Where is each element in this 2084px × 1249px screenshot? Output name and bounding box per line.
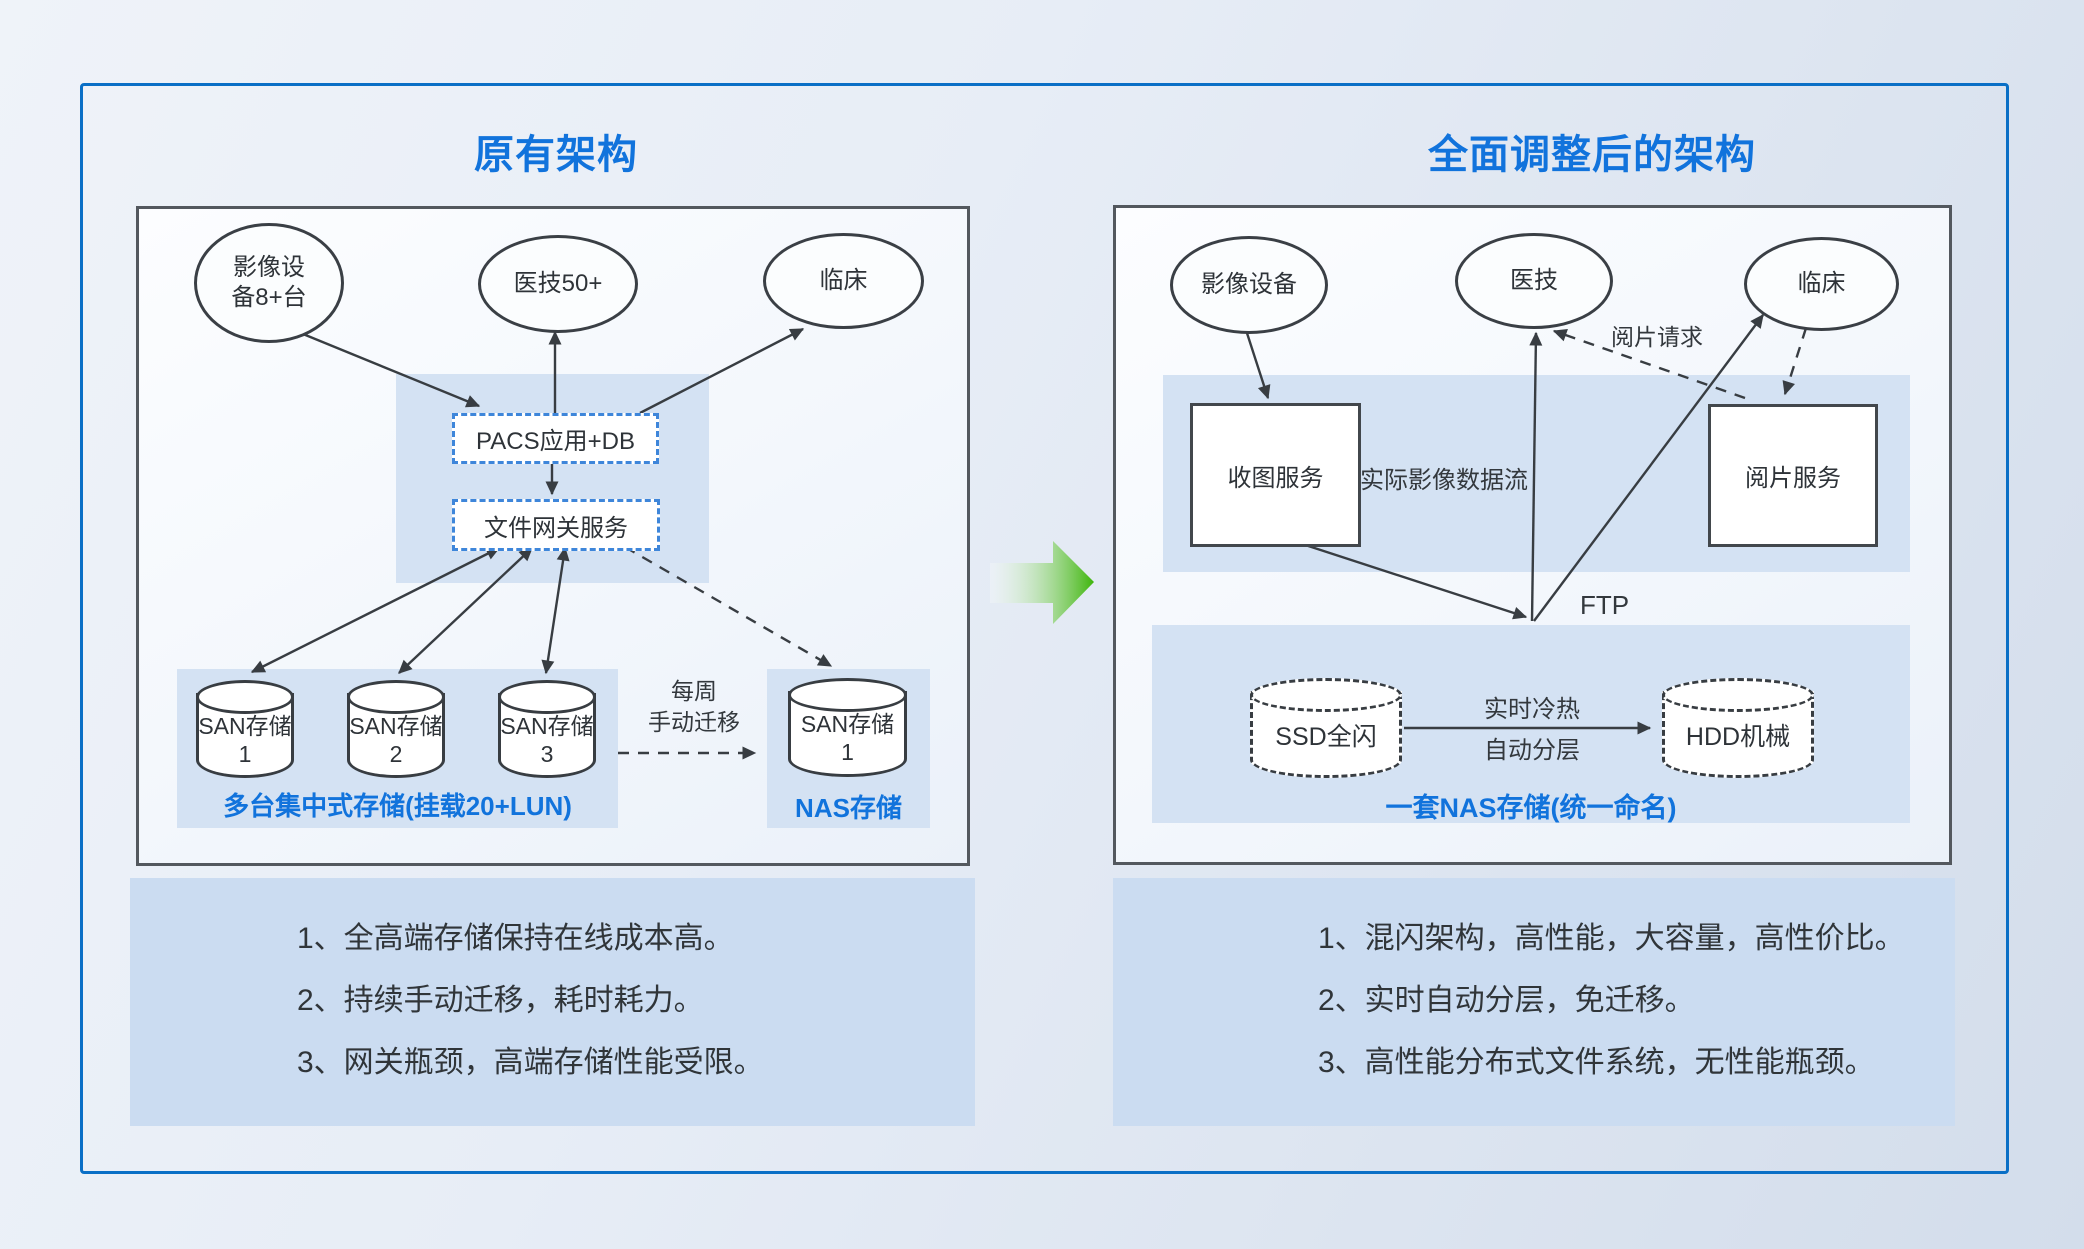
nas-cylinder-label: SAN存储 1 xyxy=(800,711,895,765)
left-issue-3: 3、网关瓶颈，高端存储性能受限。 xyxy=(297,1046,764,1079)
left-section-title: 原有架构 xyxy=(474,133,638,177)
nas-cylinder: SAN存储 1 xyxy=(788,678,907,777)
right-devices-ellipse: 影像设备 xyxy=(1170,236,1328,334)
right-notes-panel xyxy=(1113,878,1955,1126)
unified-nas-label: 一套NAS存储(统一命名) xyxy=(1385,793,1677,823)
left-notes-panel xyxy=(130,878,975,1126)
view-service-box: 阅片服务 xyxy=(1708,404,1878,547)
left-clinic-ellipse: 临床 xyxy=(763,233,924,329)
hdd-cylinder: HDD机械 xyxy=(1662,678,1814,778)
san3-label: SAN存储 3 xyxy=(500,713,594,767)
left-tech-ellipse: 医技50+ xyxy=(478,235,638,333)
ingest-service-box: 收图服务 xyxy=(1190,403,1361,547)
right-benefit-3: 3、高性能分布式文件系统，无性能瓶颈。 xyxy=(1318,1046,1875,1079)
right-section-title: 全面调整后的架构 xyxy=(1428,133,1756,177)
san1-label: SAN存储 1 xyxy=(198,713,292,767)
cylinder-cap xyxy=(498,680,596,714)
tiering-label: 实时冷热 自动分层 xyxy=(1484,696,1580,764)
left-issue-2: 2、持续手动迁移，耗时耗力。 xyxy=(297,984,704,1017)
san3-cylinder: SAN存储 3 xyxy=(498,680,596,778)
right-notes: 1、混闪架构，高性能，大容量，高性价比。 2、实时自动分层，免迁移。 3、高性能… xyxy=(1318,908,1905,1094)
ssd-cylinder: SSD全闪 xyxy=(1250,678,1402,778)
outer-frame xyxy=(80,83,2009,1174)
san2-cylinder: SAN存储 2 xyxy=(347,680,445,778)
cylinder-cap xyxy=(347,680,445,714)
file-gateway-box: 文件网关服务 xyxy=(452,499,660,551)
right-benefit-2: 2、实时自动分层，免迁移。 xyxy=(1318,984,1695,1017)
weekly-migration-label: 每周 手动迁移 xyxy=(648,678,740,736)
right-tech-ellipse: 医技 xyxy=(1455,233,1613,329)
image-stream-label: 实际影像数据流 xyxy=(1360,467,1528,494)
left-devices-ellipse: 影像设 备8+台 xyxy=(194,223,344,343)
cylinder-cap xyxy=(1662,678,1814,712)
san-group-label: 多台集中式存储(挂载20+LUN) xyxy=(223,791,572,821)
hdd-label: HDD机械 xyxy=(1685,723,1791,751)
left-notes: 1、全高端存储保持在线成本高。 2、持续手动迁移，耗时耗力。 3、网关瓶颈，高端… xyxy=(297,908,764,1094)
san1-cylinder: SAN存储 1 xyxy=(196,680,294,778)
cylinder-cap xyxy=(788,678,907,712)
san2-label: SAN存储 2 xyxy=(349,713,443,767)
pacs-app-box: PACS应用+DB xyxy=(452,413,659,464)
right-benefit-1: 1、混闪架构，高性能，大容量，高性价比。 xyxy=(1318,922,1905,955)
right-clinic-ellipse: 临床 xyxy=(1744,237,1899,331)
nas-label: NAS存储 xyxy=(795,793,902,823)
ftp-label: FTP xyxy=(1580,590,1630,620)
cylinder-cap xyxy=(1250,678,1402,712)
cylinder-cap xyxy=(196,680,294,714)
left-app-region xyxy=(396,374,709,583)
left-issue-1: 1、全高端存储保持在线成本高。 xyxy=(297,922,734,955)
ssd-label: SSD全闪 xyxy=(1275,723,1377,751)
view-request-label: 阅片请求 xyxy=(1611,324,1703,350)
